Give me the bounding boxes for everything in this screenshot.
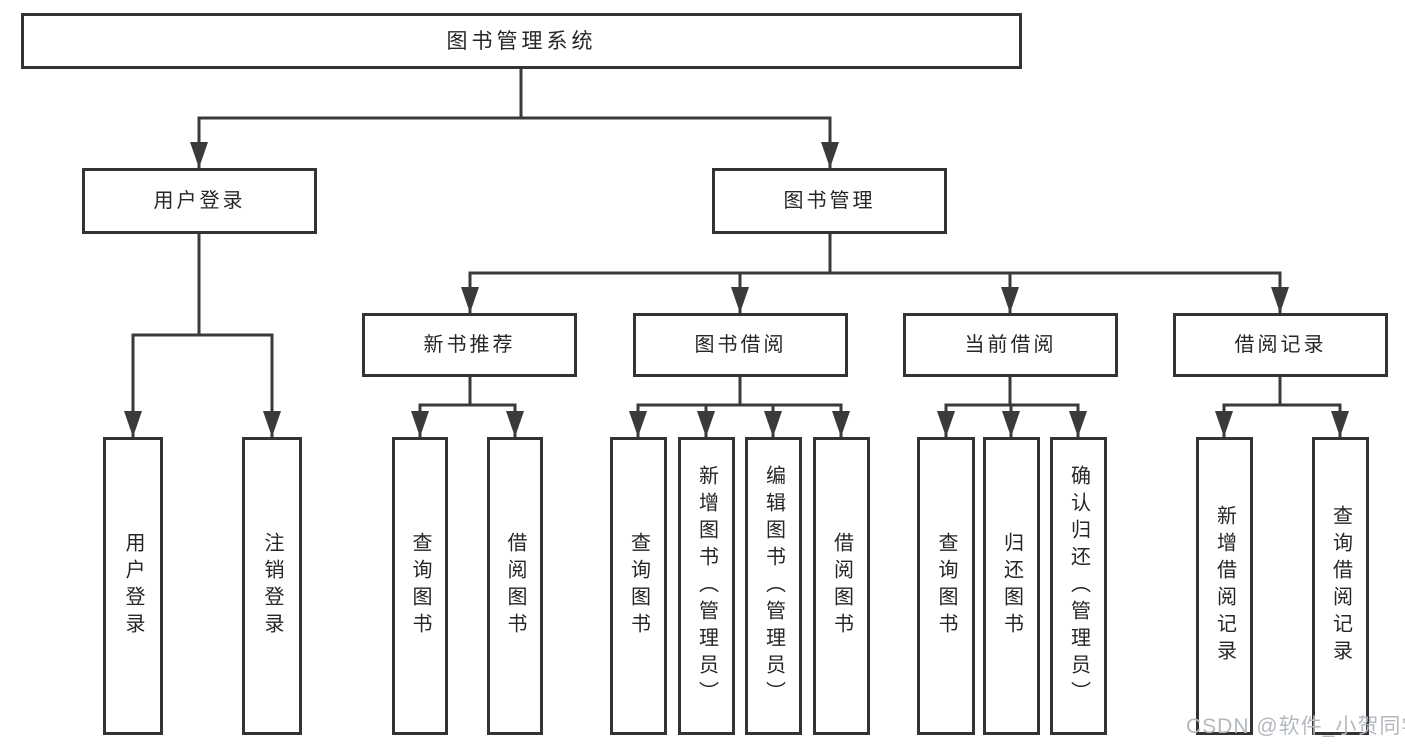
node-user-login-label: 用户登录 bbox=[153, 190, 246, 212]
node-borrow-records-label: 借阅记录 bbox=[1234, 334, 1327, 356]
leaf-query-book-3-label: 查询图书 bbox=[935, 532, 957, 640]
arrowhead-node-book-borrow bbox=[731, 287, 749, 313]
leaf-return-book-label: 归还图书 bbox=[1000, 532, 1023, 640]
leaf-query-book-1-label: 查询图书 bbox=[409, 532, 431, 640]
arrowhead-leaf-borrow-book-2 bbox=[832, 411, 850, 437]
leaf-edit-book-label: 编辑图书（管理员） bbox=[762, 464, 785, 708]
arrowhead-leaf-user-login bbox=[124, 411, 142, 437]
leaf-borrow-book-2: 借阅图书 bbox=[813, 437, 870, 735]
arrowhead-node-user-login bbox=[190, 142, 208, 168]
leaf-query-book-2: 查询图书 bbox=[610, 437, 667, 735]
arrowhead-leaf-add-book bbox=[697, 411, 715, 437]
arrowhead-node-new-book-recommend bbox=[461, 287, 479, 313]
node-book-borrow-label: 图书借阅 bbox=[694, 334, 787, 356]
leaf-query-borrow-record-label: 查询借阅记录 bbox=[1329, 505, 1352, 667]
node-book-management: 图书管理 bbox=[712, 168, 947, 234]
node-new-book-recommend: 新书推荐 bbox=[362, 313, 577, 377]
arrowhead-leaf-query-book-2 bbox=[629, 411, 647, 437]
arrowhead-leaf-logout bbox=[263, 411, 281, 437]
leaf-query-borrow-record: 查询借阅记录 bbox=[1312, 437, 1369, 735]
edge-node-user-login-to-leaf-logout bbox=[197, 234, 274, 437]
node-borrow-records: 借阅记录 bbox=[1173, 313, 1388, 377]
leaf-user-login: 用户登录 bbox=[103, 437, 163, 735]
leaf-logout-label: 注销登录 bbox=[261, 532, 283, 640]
node-new-book-recommend-label: 新书推荐 bbox=[423, 334, 516, 356]
node-current-borrow-label: 当前借阅 bbox=[964, 334, 1057, 356]
node-root: 图书管理系统 bbox=[21, 13, 1022, 69]
leaf-add-borrow-record: 新增借阅记录 bbox=[1196, 437, 1253, 735]
leaf-borrow-book-2-label: 借阅图书 bbox=[830, 532, 853, 640]
leaf-edit-book: 编辑图书（管理员） bbox=[745, 437, 802, 735]
arrowhead-leaf-edit-book bbox=[764, 411, 782, 437]
watermark-text: CSDN @软件_小贺同学 bbox=[1186, 715, 1405, 738]
node-current-borrow: 当前借阅 bbox=[903, 313, 1118, 377]
leaf-return-book: 归还图书 bbox=[983, 437, 1040, 735]
arrowhead-node-book-management bbox=[821, 142, 839, 168]
leaf-add-book: 新增图书（管理员） bbox=[678, 437, 735, 735]
arrowhead-node-current-borrow bbox=[1001, 287, 1019, 313]
arrowhead-leaf-add-borrow-record bbox=[1215, 411, 1233, 437]
arrowhead-node-borrow-records bbox=[1271, 287, 1289, 313]
node-book-management-label: 图书管理 bbox=[783, 190, 876, 212]
leaf-query-book-3: 查询图书 bbox=[917, 437, 975, 735]
arrowhead-leaf-return-book bbox=[1002, 411, 1020, 437]
leaf-user-login-label: 用户登录 bbox=[122, 532, 144, 640]
arrowhead-leaf-query-borrow-record bbox=[1331, 411, 1349, 437]
arrowhead-leaf-query-book-3 bbox=[937, 411, 955, 437]
node-root-label: 图书管理系统 bbox=[446, 29, 597, 53]
leaf-add-borrow-record-label: 新增借阅记录 bbox=[1213, 505, 1236, 667]
node-user-login: 用户登录 bbox=[82, 168, 317, 234]
leaf-borrow-book-1: 借阅图书 bbox=[487, 437, 543, 735]
leaf-logout: 注销登录 bbox=[242, 437, 302, 735]
leaf-borrow-book-1-label: 借阅图书 bbox=[504, 532, 526, 640]
leaf-add-book-label: 新增图书（管理员） bbox=[695, 464, 718, 708]
arrowhead-leaf-confirm-return bbox=[1069, 411, 1087, 437]
node-book-borrow: 图书借阅 bbox=[633, 313, 848, 377]
arrowhead-leaf-borrow-book-1 bbox=[506, 411, 524, 437]
leaf-query-book-2-label: 查询图书 bbox=[627, 532, 650, 640]
leaf-confirm-return-label: 确认归还（管理员） bbox=[1067, 464, 1090, 708]
leaf-query-book-1: 查询图书 bbox=[392, 437, 448, 735]
arrowhead-leaf-query-book-1 bbox=[411, 411, 429, 437]
leaf-confirm-return: 确认归还（管理员） bbox=[1050, 437, 1107, 735]
